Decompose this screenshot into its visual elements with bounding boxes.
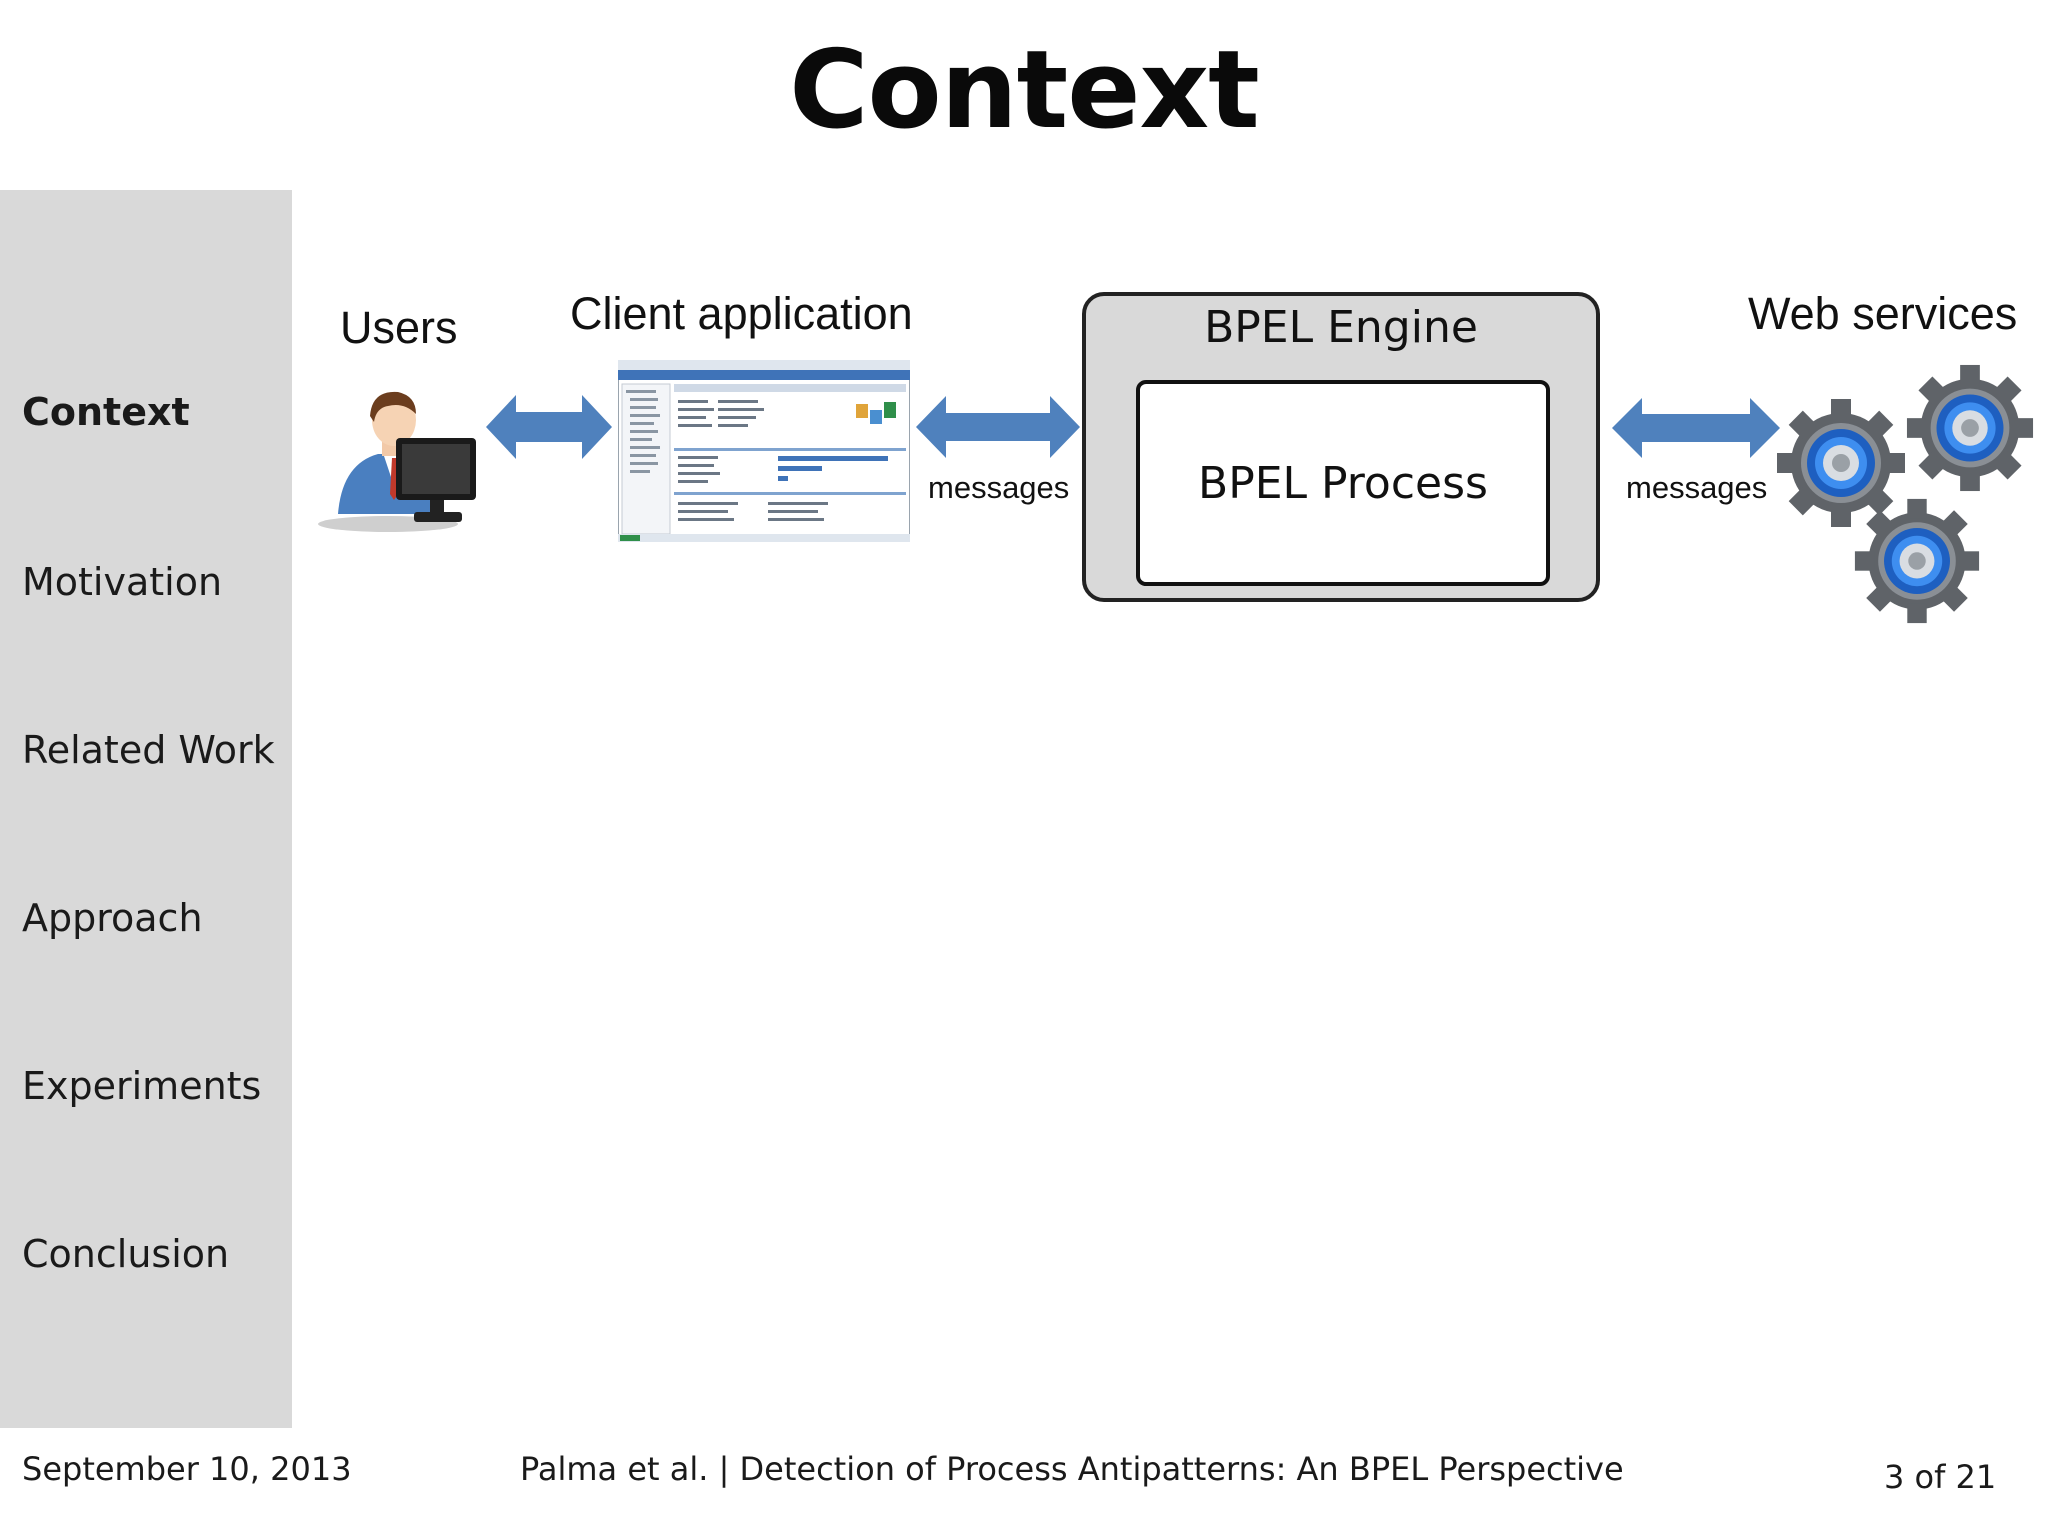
bpel-engine-box: BPEL Engine BPEL Process (1082, 292, 1600, 602)
bidirectional-arrow-users-client (486, 395, 612, 459)
footer-citation: Palma et al. | Detection of Process Anti… (520, 1450, 1624, 1488)
sidebar-nav: Context Motivation Related Work Approach… (0, 190, 292, 1428)
sidebar-item-approach[interactable]: Approach (22, 896, 203, 940)
bpel-process-box: BPEL Process (1136, 380, 1550, 586)
bidirectional-arrow-client-engine (916, 396, 1080, 458)
bpel-engine-label: BPEL Engine (1204, 302, 1478, 353)
slide-title: Context (789, 28, 1260, 153)
bidirectional-arrow-engine-services (1612, 398, 1780, 458)
footer-page-number: 3 of 21 (1884, 1458, 1997, 1496)
sidebar-item-motivation[interactable]: Motivation (22, 560, 223, 604)
sidebar-item-conclusion[interactable]: Conclusion (22, 1232, 230, 1276)
web-services-label: Web services (1748, 288, 2018, 339)
users-label: Users (340, 302, 458, 353)
application-screenshot-icon (618, 360, 910, 542)
messages-label-right: messages (1626, 470, 1768, 505)
client-application-label: Client application (570, 288, 913, 339)
gear-icon (1906, 364, 2034, 492)
gear-icon (1777, 399, 1905, 527)
sidebar-item-related-work[interactable]: Related Work (22, 728, 275, 772)
bpel-process-label: BPEL Process (1198, 457, 1488, 509)
sidebar-item-experiments[interactable]: Experiments (22, 1064, 262, 1108)
footer-date: September 10, 2013 (22, 1450, 352, 1488)
user-at-computer-icon (318, 391, 476, 532)
sidebar-item-context[interactable]: Context (22, 390, 190, 434)
messages-label-left: messages (928, 470, 1070, 505)
gear-icon (1854, 498, 1980, 624)
